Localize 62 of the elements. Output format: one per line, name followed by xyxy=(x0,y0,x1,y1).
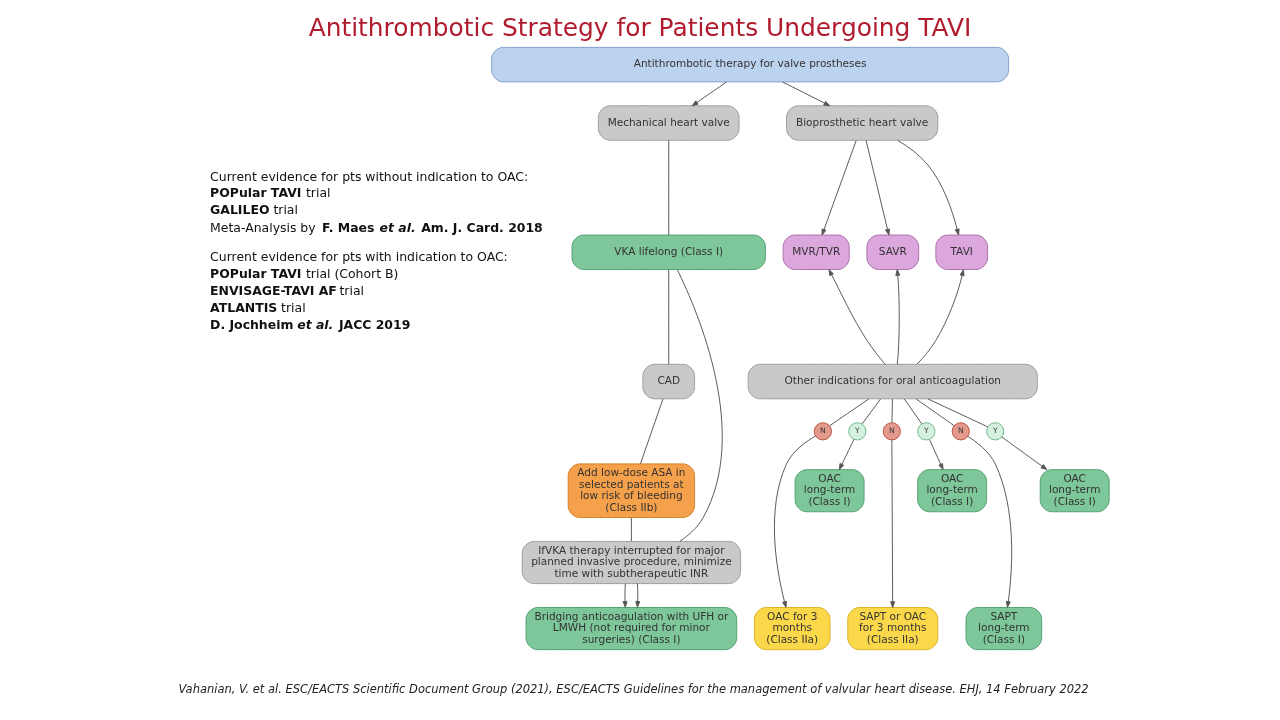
node-box: VKA lifelong (Class I) xyxy=(571,234,766,270)
node-box: SAPT long-term (Class I) xyxy=(965,607,1043,651)
arrow xyxy=(828,269,886,365)
arrow xyxy=(967,435,1013,608)
arrow xyxy=(782,81,831,107)
arrow xyxy=(916,269,965,365)
label: POPular TAVI trial xyxy=(210,185,331,201)
connector xyxy=(829,398,870,427)
node-box: Antithrombotic therapy for valve prostheses xyxy=(491,46,1010,83)
arrow xyxy=(895,269,901,365)
node-box: Bioprosthetic heart valve xyxy=(786,105,939,141)
label: GALILEO trial xyxy=(210,202,298,218)
arrow xyxy=(890,439,896,608)
node-circle: Y xyxy=(917,422,936,441)
arrow xyxy=(1001,436,1048,471)
diagram-title: Antithrombotic Strategy for Patients Undergoing TAVI xyxy=(308,12,972,42)
node-box: Mechanical heart valve xyxy=(597,105,740,141)
arrow xyxy=(897,139,960,236)
node-box: CAD xyxy=(642,363,696,400)
label: Current evidence for pts without indication to OAC: xyxy=(210,168,529,184)
node-box: OAC long-term (Class I) xyxy=(794,469,865,513)
node-box: Other indications for oral anticoagulation xyxy=(747,363,1038,400)
node-circle: Y xyxy=(986,422,1005,441)
node-box: IfVKA therapy interrupted for major planned invasive procedure, minimize time with subtherapeutic INR xyxy=(521,540,741,585)
node-box: OAC long-term (Class I) xyxy=(1039,469,1110,513)
arrow xyxy=(773,435,817,608)
label: Vahanian, V. et al. ESC/EACTS Scientific Document Group (2021), ESC/EACTS Guidelines for the management of valvular heart disease. EHJ, 14 February 2022 xyxy=(178,681,1089,696)
arrow xyxy=(622,583,628,608)
arrow xyxy=(821,139,857,236)
node-box: MVR/TVR xyxy=(782,234,850,270)
connector xyxy=(676,269,723,542)
connector xyxy=(903,398,923,425)
node-circle: Y xyxy=(848,422,867,441)
connector xyxy=(927,398,989,428)
node-box: Add low-dose ASA in selected patients at low risk of bleeding (Class IIb) xyxy=(567,463,696,518)
node-box: TAVI xyxy=(935,234,989,270)
node-box: OAC for 3 months (Class IIa) xyxy=(753,607,831,651)
label: Current evidence for pts with indication to OAC: xyxy=(210,249,508,265)
node-box: SAVR xyxy=(866,234,920,270)
connector xyxy=(861,398,882,425)
connector xyxy=(630,517,632,542)
arrow xyxy=(865,139,890,236)
label: Meta-Analysis by F. Maes et al. Am. J. Card. 2018 xyxy=(210,219,543,235)
arrow xyxy=(635,583,641,608)
label: D. Jochheim et al. JACC 2019 xyxy=(210,317,411,333)
label: ATLANTIS trial xyxy=(210,300,306,316)
connector xyxy=(891,398,893,424)
connector xyxy=(915,398,955,427)
node-box: Bridging anticoagulation with UFH or LMWH (not required for minor surgeries) (Class I) xyxy=(525,607,738,651)
node-box: OAC long-term (Class I) xyxy=(917,469,988,513)
arrow xyxy=(929,439,944,471)
connector xyxy=(668,269,670,365)
node-circle: N xyxy=(951,422,970,441)
arrow xyxy=(691,81,728,107)
arrow xyxy=(838,438,855,471)
label: POPular TAVI trial (Cohort B) xyxy=(210,265,399,281)
connector xyxy=(668,139,670,236)
node-box: SAPT or OAC for 3 months (Class IIa) xyxy=(847,607,939,651)
connector xyxy=(640,398,664,465)
node-circle: N xyxy=(882,422,901,441)
node-circle: N xyxy=(813,422,832,441)
label: ENVISAGE-TAVI AF trial xyxy=(210,282,364,298)
